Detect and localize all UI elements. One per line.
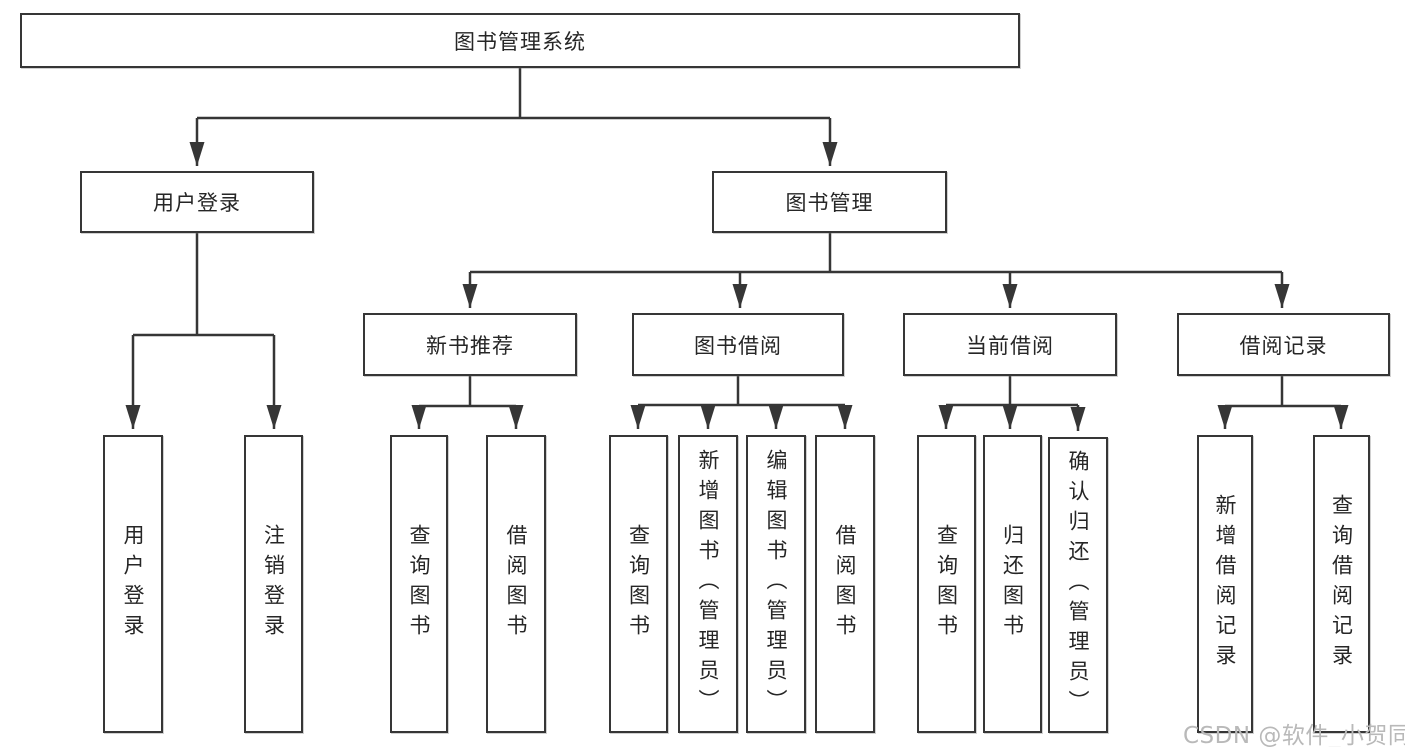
node-user-login: 用户登录 — [80, 171, 314, 233]
leaf-user-login: 用户登录 — [103, 435, 163, 733]
leaf-borrow-books-1: 借阅图书 — [486, 435, 546, 733]
leaf-edit-book-admin: 编辑图书（管理员） — [746, 435, 806, 733]
edges-book-borrowing — [630, 376, 853, 429]
leaf-return-books: 归还图书 — [983, 435, 1042, 733]
leaf-add-borrow-record: 新增借阅记录 — [1197, 435, 1253, 733]
node-current-borrowing: 当前借阅 — [903, 313, 1117, 376]
leaf-confirm-return-admin: 确认归还（管理员） — [1048, 437, 1108, 733]
leaf-add-book-admin: 新增图书（管理员） — [678, 435, 738, 733]
node-new-book-recommend: 新书推荐 — [363, 313, 577, 376]
edges-root — [189, 68, 838, 166]
leaf-query-books-1: 查询图书 — [390, 435, 448, 733]
leaf-query-books-2: 查询图书 — [609, 435, 668, 733]
leaf-query-books-3: 查询图书 — [917, 435, 976, 733]
leaf-query-borrow-record: 查询借阅记录 — [1313, 435, 1370, 733]
edges-borrowing-records — [1217, 376, 1349, 429]
leaf-logout: 注销登录 — [244, 435, 303, 733]
leaf-borrow-books-2: 借阅图书 — [815, 435, 875, 733]
edges-book-management — [462, 233, 1290, 308]
edges-current-borrowing — [938, 376, 1086, 431]
node-root: 图书管理系统 — [20, 13, 1020, 68]
node-borrowing-records: 借阅记录 — [1177, 313, 1390, 376]
node-book-borrowing: 图书借阅 — [632, 313, 844, 376]
node-book-management: 图书管理 — [712, 171, 947, 233]
edges-new-book-recommend — [411, 376, 524, 429]
watermark: CSDN @软件_小贺同学 — [1183, 723, 1405, 747]
edges-user-login — [125, 233, 282, 429]
